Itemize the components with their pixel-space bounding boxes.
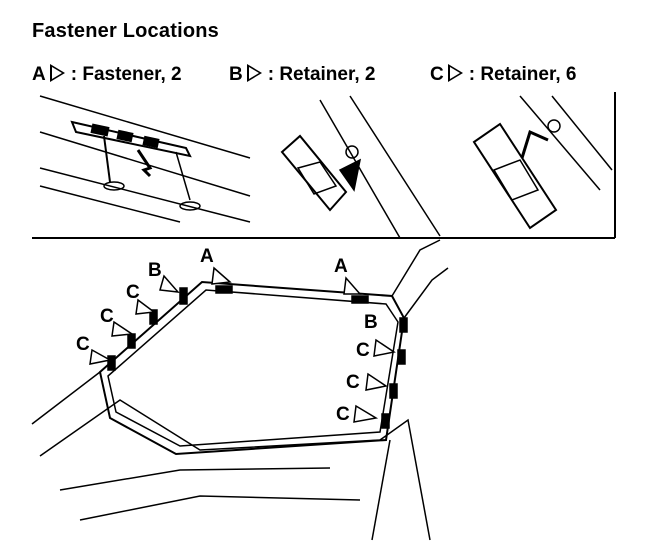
legend-item-c: C : Retainer, 6 bbox=[430, 64, 576, 86]
triangle-icon bbox=[447, 64, 463, 82]
legend-desc-c: : Retainer, 6 bbox=[468, 64, 577, 85]
legend-letter-a: A bbox=[32, 64, 46, 85]
windshield-view bbox=[31, 239, 449, 541]
detail-retainer-b bbox=[280, 95, 441, 239]
legend-letter-b: B bbox=[229, 64, 243, 85]
triangle-icon bbox=[49, 64, 65, 82]
detail-panel bbox=[32, 92, 616, 239]
page-title: Fastener Locations bbox=[32, 20, 219, 42]
callout-c-2: C bbox=[100, 306, 114, 327]
callout-c-3: C bbox=[76, 334, 90, 355]
callout-b-2: B bbox=[364, 312, 378, 333]
callout-markers bbox=[89, 266, 408, 429]
callout-a-2: A bbox=[334, 256, 348, 277]
legend-item-b: B : Retainer, 2 bbox=[229, 64, 375, 86]
callout-c-1: C bbox=[126, 282, 140, 303]
callout-a-1: A bbox=[200, 246, 214, 267]
legend-item-a: A : Fastener, 2 bbox=[32, 64, 182, 86]
callout-labels: A A B B C C C C C C bbox=[76, 246, 378, 425]
callout-b-1: B bbox=[148, 260, 162, 281]
callout-c-4: C bbox=[356, 340, 370, 361]
legend-desc-b: : Retainer, 2 bbox=[267, 64, 376, 85]
legend-letter-c: C bbox=[430, 64, 444, 85]
callout-c-6: C bbox=[336, 404, 350, 425]
triangle-icon bbox=[246, 64, 262, 82]
detail-retainer-c bbox=[472, 95, 613, 230]
callout-c-5: C bbox=[346, 372, 360, 393]
legend-desc-a: : Fastener, 2 bbox=[70, 64, 182, 85]
detail-fastener bbox=[39, 95, 251, 223]
